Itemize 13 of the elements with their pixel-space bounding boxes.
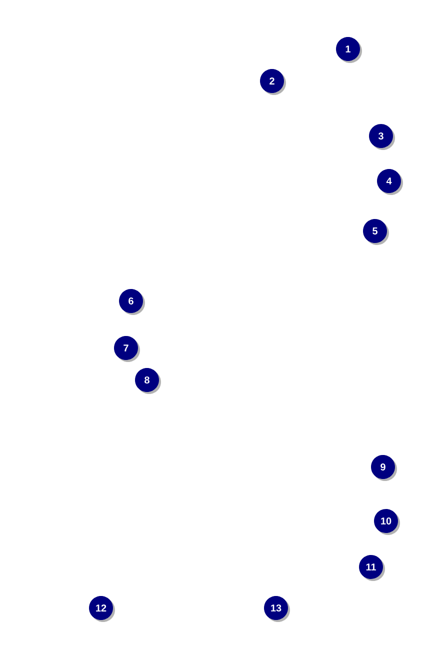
callout-number: 12 [89, 596, 115, 622]
callout-number: 9 [371, 455, 397, 481]
callout-number: 7 [114, 336, 140, 362]
callout-number: 2 [260, 69, 286, 95]
callout-number: 11 [359, 555, 385, 581]
callout-number: 5 [363, 219, 389, 245]
callout-number: 8 [135, 368, 161, 394]
callout-number: 1 [336, 37, 362, 63]
callout-number: 13 [264, 596, 290, 622]
callout-number: 6 [119, 289, 145, 315]
callout-number: 3 [369, 124, 395, 150]
callout-number: 10 [374, 509, 400, 535]
callout-number: 4 [377, 169, 403, 195]
